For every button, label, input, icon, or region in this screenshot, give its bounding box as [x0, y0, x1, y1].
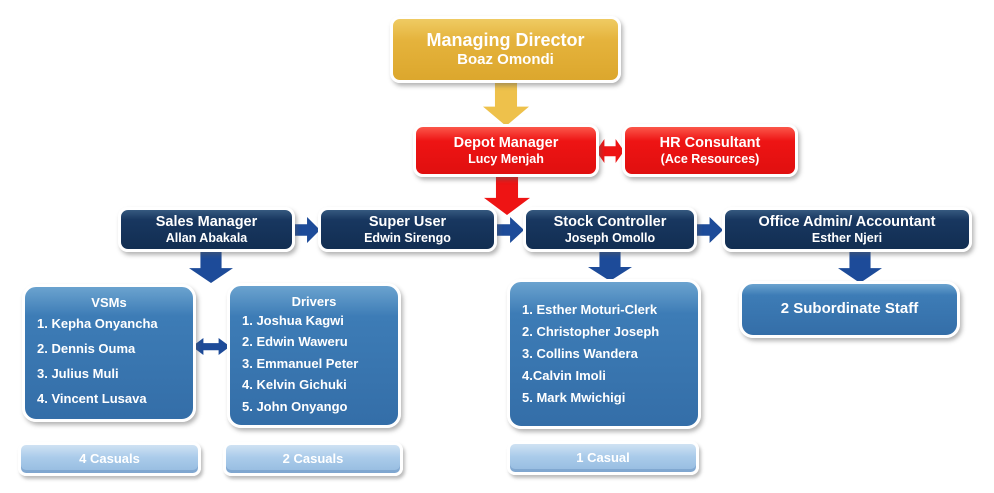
- team-vsms: VSMs 1. Kepha Onyancha 2. Dennis Ouma 3.…: [22, 284, 196, 422]
- double-arrow-depot-hr: [596, 139, 624, 163]
- team-member: 3. Julius Muli: [37, 366, 119, 382]
- team-member: 3. Emmanuel Peter: [242, 355, 359, 371]
- node-title: Stock Controller: [553, 213, 667, 230]
- team-member: 2. Dennis Ouma: [37, 341, 136, 357]
- team-title: Drivers: [291, 293, 337, 309]
- down-arrow-sales-to-teams: [189, 250, 233, 283]
- team-member: 5. Mark Mwichigi: [522, 390, 626, 405]
- double-arrow-vsms-drivers: [192, 338, 230, 355]
- team-member: 5. John Onyango: [242, 398, 348, 414]
- node-title: Super User: [368, 213, 447, 230]
- node-sales-manager: Sales Manager Allan Abakala: [118, 207, 295, 252]
- node-person-name: Allan Abakala: [165, 230, 248, 245]
- team-drivers: Drivers 1. Joshua Kagwi 2. Edwin Waweru …: [227, 283, 401, 428]
- node-subordinate-staff: 2 Subordinate Staff: [739, 281, 960, 338]
- node-title: HR Consultant: [659, 134, 761, 151]
- team-member: 1. Esther Moturi-Clerk: [522, 302, 658, 317]
- node-person-name: Lucy Menjah: [468, 151, 544, 166]
- node-subtitle: (Ace Resources): [660, 151, 760, 166]
- team-member: 4. Vincent Lusava: [37, 391, 147, 407]
- node-stock-controller: Stock Controller Joseph Omollo: [523, 207, 697, 252]
- casuals-stock: 1 Casual: [507, 441, 699, 475]
- casuals-drivers: 2 Casuals: [223, 442, 403, 476]
- casuals-label: 2 Casuals: [282, 450, 344, 466]
- node-person-name: Joseph Omollo: [564, 230, 656, 245]
- node-title: Sales Manager: [155, 213, 258, 230]
- casuals-label: 1 Casual: [576, 449, 630, 465]
- node-person-name: Boaz Omondi: [457, 51, 554, 69]
- down-arrow-md-to-depot: [483, 83, 529, 126]
- team-member: 2. Christopher Joseph: [522, 324, 660, 339]
- node-managing-director: Managing Director Boaz Omondi: [390, 16, 621, 83]
- node-office-admin: Office Admin/ Accountant Esther Njeri: [722, 207, 972, 252]
- team-member: 3. Collins Wandera: [522, 346, 638, 361]
- node-label: 2 Subordinate Staff: [780, 300, 919, 318]
- node-person-name: Esther Njeri: [811, 230, 883, 245]
- down-arrow-stock-to-team: [588, 250, 632, 281]
- team-stock: 1. Esther Moturi-Clerk 2. Christopher Jo…: [507, 279, 701, 429]
- node-title: Depot Manager: [453, 134, 559, 151]
- right-arrow-stock-to-office: [695, 217, 723, 243]
- team-member: 2. Edwin Waweru: [242, 334, 348, 350]
- down-arrow-office-to-staff: [838, 250, 882, 283]
- casuals-label: 4 Casuals: [79, 450, 140, 466]
- right-arrow-super-to-stock: [495, 217, 524, 243]
- team-member: 1. Joshua Kagwi: [242, 312, 344, 328]
- casuals-sales: 4 Casuals: [18, 442, 201, 476]
- node-super-user: Super User Edwin Sirengo: [318, 207, 497, 252]
- right-arrow-sales-to-super: [293, 217, 320, 243]
- node-person-name: Edwin Sirengo: [364, 230, 451, 245]
- node-title: Office Admin/ Accountant: [758, 213, 936, 230]
- node-title: Managing Director: [426, 29, 585, 50]
- team-title: VSMs: [91, 294, 127, 310]
- team-member: 4. Kelvin Gichuki: [242, 377, 347, 393]
- team-member: 1. Kepha Onyancha: [37, 316, 158, 332]
- team-member: 4.Calvin Imoli: [522, 368, 606, 383]
- node-hr-consultant: HR Consultant (Ace Resources): [622, 124, 798, 177]
- node-depot-manager: Depot Manager Lucy Menjah: [413, 124, 599, 177]
